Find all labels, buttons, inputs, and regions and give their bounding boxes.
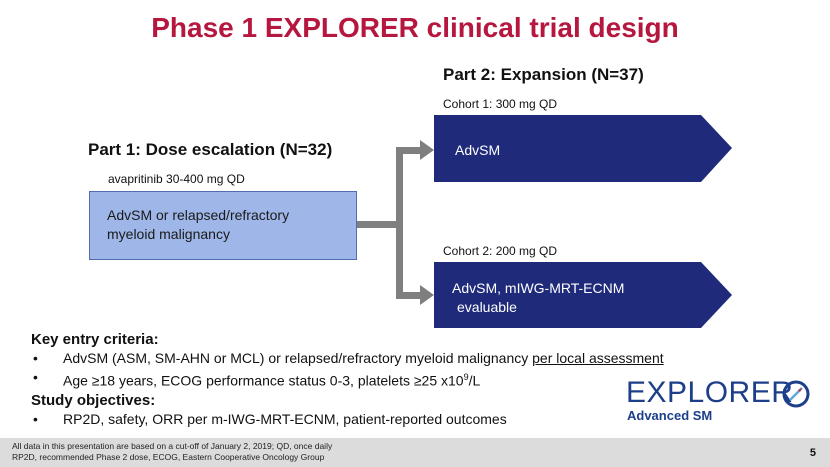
cohort2-box-text: AdvSM, mIWG-MRT-ECNM evaluable [452, 279, 624, 317]
criteria-item-text: Age ≥18 years, ECOG performance status 0… [63, 372, 464, 389]
cohort2-box-line2: evaluable [457, 299, 517, 315]
part1-box-line1: AdvSM or relapsed/refractory [107, 207, 290, 223]
connector-top-branch [396, 147, 422, 154]
connector-top-arrowhead [420, 140, 434, 160]
part1-heading: Part 1: Dose escalation (N=32) [88, 140, 333, 159]
logo-word: EXPLORER [626, 376, 794, 409]
cohort2-label: Cohort 2: 200 mg QD [443, 244, 558, 258]
cohort1-arrow-shape [434, 115, 732, 182]
explorer-logo: EXPLORER Advanced SM [626, 376, 816, 424]
objectives-heading: Study objectives: [31, 391, 156, 409]
criteria-item-suffix: /L [468, 372, 481, 389]
objectives-item: • RP2D, safety, ORR per m-IWG-MRT-ECNM, … [31, 410, 811, 429]
criteria-item-text: AdvSM (ASM, SM-AHN or MCL) or relapsed/r… [63, 350, 533, 366]
connector-bottom-arrowhead [420, 285, 434, 305]
connector-bottom-branch [396, 292, 422, 299]
footnote-line2: RP2D, recommended Phase 2 dose, ECOG, Ea… [12, 452, 325, 462]
criteria-item-sup: 9 [463, 372, 469, 382]
part1-box: AdvSM or relapsed/refractory myeloid mal… [89, 191, 357, 260]
cohort1-box-text: AdvSM [455, 142, 501, 158]
footnote: All data in this presentation are based … [12, 441, 332, 463]
part1-box-line2: myeloid malignancy [107, 226, 230, 242]
compass-icon [782, 380, 810, 408]
connector-vertical [396, 151, 403, 297]
connector-stem [357, 221, 399, 228]
objectives-item-text: RP2D, safety, ORR per m-IWG-MRT-ECNM, pa… [63, 410, 507, 427]
bullet: • [33, 369, 38, 385]
cohort1-label: Cohort 1: 300 mg QD [443, 97, 558, 111]
slide-title: Phase 1 EXPLORER clinical trial design [151, 12, 679, 43]
bullet: • [33, 350, 38, 366]
dose-label: avapritinib 30-400 mg QD [108, 172, 245, 186]
cohort2-arrow-shape [434, 262, 732, 328]
criteria-item: • Age ≥18 years, ECOG performance status… [31, 368, 811, 391]
criteria-item-underlined: per local assessment [532, 350, 664, 366]
criteria-item: • AdvSM (ASM, SM-AHN or MCL) or relapsed… [31, 349, 811, 368]
cohort2-box-line1: AdvSM, mIWG-MRT-ECNM [452, 280, 625, 296]
bullet: • [33, 410, 38, 427]
page-number: 5 [809, 447, 816, 459]
criteria-section: Key entry criteria: • AdvSM (ASM, SM-AHN… [31, 330, 811, 429]
criteria-heading: Key entry criteria: [31, 331, 159, 348]
logo-subtitle: Advanced SM [627, 408, 713, 423]
footer-bar: All data in this presentation are based … [0, 438, 830, 467]
part2-heading: Part 2: Expansion (N=37) [443, 65, 644, 84]
footnote-line1: All data in this presentation are based … [12, 441, 333, 451]
